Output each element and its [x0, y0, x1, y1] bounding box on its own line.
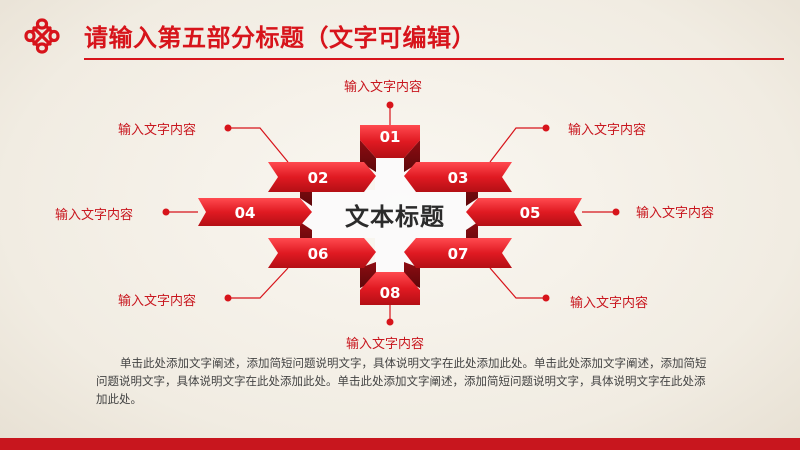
item-label-02: 输入文字内容	[118, 123, 197, 138]
ribbon-number-02: 02	[308, 169, 329, 187]
item-label-04: 输入文字内容	[55, 208, 134, 223]
knot-logo-icon	[24, 18, 60, 54]
ribbon-number-07: 07	[448, 245, 469, 263]
connector-dots	[162, 101, 620, 326]
item-label-06: 输入文字内容	[118, 294, 197, 309]
ribbon-number-01: 01	[380, 128, 401, 146]
ribbon-05	[466, 198, 582, 226]
ribbon-06	[268, 238, 376, 268]
ribbon-number-03: 03	[448, 169, 469, 187]
ribbon-number-08: 08	[380, 284, 401, 302]
ribbon-08	[360, 272, 420, 305]
item-label-03: 输入文字内容	[568, 123, 647, 138]
ribbon-07	[404, 238, 512, 268]
ribbon-number-06: 06	[308, 245, 329, 263]
ribbon-02	[268, 162, 376, 192]
bottom-bar	[0, 438, 800, 450]
title-divider	[84, 58, 784, 60]
ribbon-04	[198, 198, 312, 226]
ribbon-number-04: 04	[235, 204, 256, 222]
item-label-08: 输入文字内容	[346, 337, 425, 352]
description-text: 单击此处添加文字阐述，添加简短问题说明文字，具体说明文字在此处添加此处。单击此处…	[96, 356, 707, 406]
ribbon-number-05: 05	[520, 204, 541, 222]
item-label-05: 输入文字内容	[636, 206, 715, 221]
item-label-07: 输入文字内容	[570, 296, 649, 311]
ribbon-01	[360, 125, 420, 158]
center-title: 文本标题	[345, 203, 445, 231]
ribbon-03	[404, 162, 512, 192]
page-title: 请输入第五部分标题（文字可编辑）	[84, 24, 476, 52]
item-label-01: 输入文字内容	[344, 80, 423, 95]
connector-lines	[166, 105, 616, 322]
